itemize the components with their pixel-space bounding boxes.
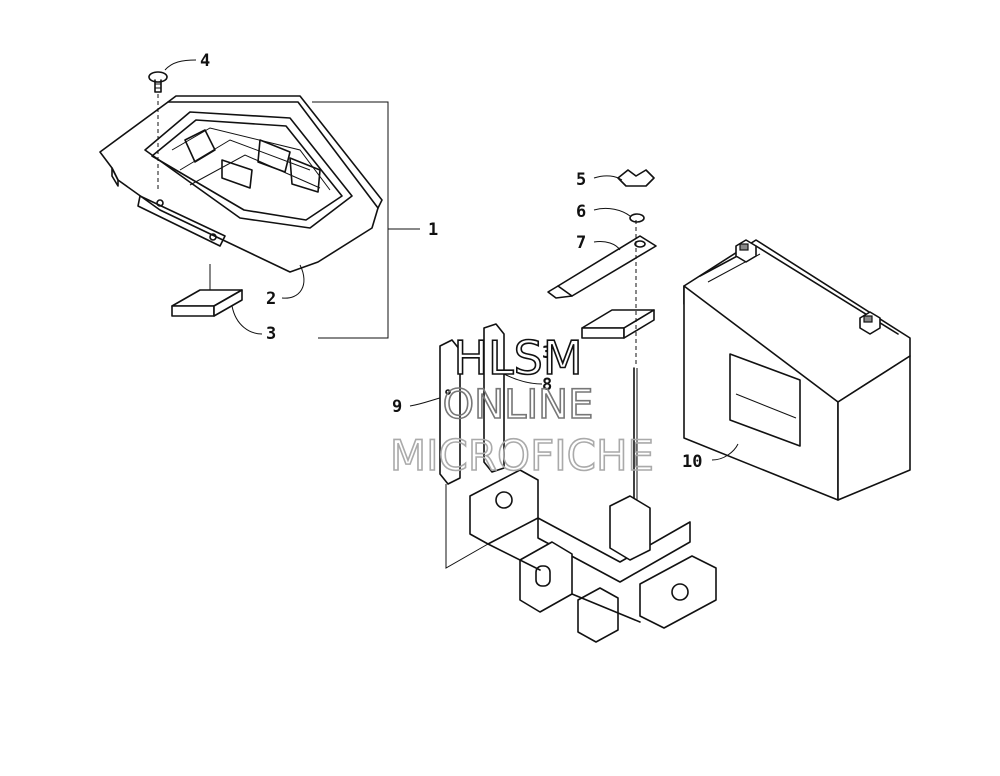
callout-3-left: 3 xyxy=(266,324,276,344)
callout-5: 5 xyxy=(576,170,586,190)
callout-9: 9 xyxy=(392,397,402,417)
callout-10: 10 xyxy=(682,452,702,472)
battery-bracket xyxy=(469,469,717,643)
callout-bracket-1 xyxy=(312,101,389,339)
watermark-line-1: HLSM xyxy=(453,331,582,385)
rubber-strip-9 xyxy=(439,339,461,485)
tool-kit-tray xyxy=(99,95,383,273)
watermark: HLSM ONLINE MICROFICHE xyxy=(389,330,655,481)
callout-3-right: 3 xyxy=(542,343,552,363)
callout-2: 2 xyxy=(266,289,276,309)
callout-6: 6 xyxy=(576,202,586,222)
hold-down-strap xyxy=(547,235,657,299)
rubber-strip-8 xyxy=(483,323,505,473)
watermark-line-3: MICROFICHE xyxy=(390,431,654,480)
callout-1: 1 xyxy=(428,220,438,240)
watermark-line-2: ONLINE xyxy=(443,382,594,428)
washer xyxy=(629,213,645,223)
screw xyxy=(148,71,168,192)
callout-4: 4 xyxy=(200,51,210,71)
callout-7: 7 xyxy=(576,233,586,253)
foam-pad-right xyxy=(581,309,655,339)
callout-8: 8 xyxy=(542,375,552,395)
battery xyxy=(683,239,911,501)
foam-pad-left xyxy=(171,289,243,317)
wing-nut xyxy=(617,169,655,187)
